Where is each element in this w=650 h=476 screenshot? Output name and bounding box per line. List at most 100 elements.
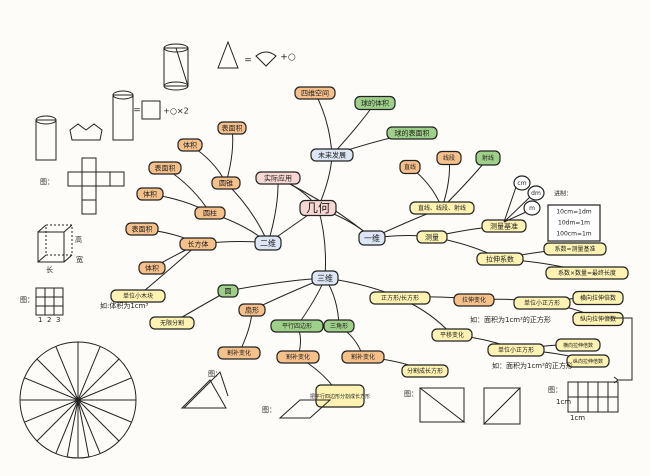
cylinder-equation-2: +○×2 — [163, 107, 188, 116]
circle-spoke-5 — [55, 399, 79, 454]
node-box-cylinder — [194, 206, 226, 220]
link-future-sphere_volume — [331, 102, 376, 156]
node-box-practical — [255, 171, 301, 185]
node-box-volume_c — [177, 138, 203, 152]
node-label-measure_std: 测量基准 — [490, 222, 518, 231]
cone-drawing — [217, 40, 239, 69]
node-label-unit_cube: 单位小木块 — [123, 292, 153, 300]
stack-cube-1-2 — [53, 296, 64, 307]
node-box-cuboid_vol — [138, 261, 166, 275]
circle-spoke-6 — [36, 399, 79, 442]
node-label-coef_std: 系数=测量基准 — [554, 245, 595, 253]
stack-cube-1-1 — [44, 296, 55, 307]
circle-spoke-13 — [77, 346, 101, 401]
node-box-root — [299, 199, 337, 217]
node-label-cut_fill3: 割补变化 — [351, 353, 375, 361]
node-label-four_dim: 四维空间 — [301, 89, 329, 98]
node-box-lines_group — [409, 201, 475, 215]
cylinder2-top — [112, 90, 134, 100]
node-box-parallelogram — [270, 319, 324, 333]
unit-square-note-1: 如：面积为1cm²的正方形 — [470, 315, 551, 324]
node-label-stretch: 拉伸系数 — [486, 255, 514, 264]
node-label-cut_fill2: 割补变化 — [286, 353, 310, 361]
net-square-5 — [81, 185, 97, 201]
node-label-measure: 测量 — [425, 234, 439, 242]
cm-label-1: 1cm — [556, 398, 571, 406]
cylinder-slice-drawing — [35, 119, 57, 161]
circle-spoke-10 — [36, 358, 79, 401]
stack-cube-2-2 — [53, 305, 64, 316]
cuboid-front — [37, 231, 65, 263]
node-box-four_dim — [294, 86, 336, 100]
node-box-three_d — [311, 270, 339, 286]
grid-unit-cell — [567, 396, 579, 413]
node-box-coef_qty — [545, 266, 629, 280]
circle-spoke-14 — [77, 358, 120, 401]
stack-cube-1-0 — [35, 296, 46, 307]
stack-cube-2-0 — [35, 305, 46, 316]
node-label-sphere_area: 球的表面积 — [395, 129, 430, 138]
node-box-cut_fill3 — [341, 350, 385, 364]
node-label-cuboid_area: 表面积 — [132, 225, 153, 234]
node-box-cut_fill1 — [217, 346, 261, 360]
net-square-4 — [81, 157, 97, 173]
node-label-vertical: 纵向拉伸倍数 — [580, 315, 616, 323]
node-label-cylinder: 圆柱 — [203, 209, 217, 218]
cylinder-drawing-2 — [112, 94, 134, 141]
zigzag-slices — [69, 123, 103, 141]
link-cylinder-cylinder_area — [164, 167, 211, 214]
node-box-line — [399, 159, 421, 175]
link-practical-two_d — [267, 177, 279, 244]
fig2-label: 图： — [20, 296, 34, 304]
node-label-triangle: 三角形 — [330, 322, 348, 330]
circle-spoke-11 — [55, 346, 79, 401]
node-label-cylinder_vol: 体积 — [143, 190, 157, 199]
node-label-horizontal: 横向拉伸倍数 — [580, 294, 616, 302]
unit-cm-link — [503, 186, 517, 223]
cube-count-n1: 1 — [38, 316, 42, 324]
node-label-translate: 平移变化 — [440, 331, 464, 339]
parallelogram-drawing — [278, 399, 332, 419]
cylinder-net-rect — [141, 100, 161, 120]
cube-count-n3: 3 — [56, 316, 60, 324]
node-box-unit_square — [513, 296, 571, 310]
unit-dm-circle — [527, 185, 545, 201]
cuboid-back — [45, 224, 73, 256]
net-square-0 — [67, 171, 83, 187]
node-label-sphere_volume: 球的体积 — [361, 99, 389, 108]
cylinder-slice-top — [35, 115, 57, 125]
cm-label-2: 1cm — [570, 414, 585, 422]
node-label-future: 未来发展 — [318, 151, 346, 160]
cuboid-edges — [37, 224, 73, 263]
conversion-conv1: 10cm=1dm — [556, 209, 591, 216]
fig5-label: 图： — [404, 390, 418, 398]
node-box-sphere_area — [386, 126, 438, 140]
stack-cube-0-1 — [44, 287, 55, 298]
node-box-triangle — [323, 319, 355, 333]
node-box-cut_fill2 — [276, 350, 320, 364]
link-three_d-circle — [227, 277, 326, 292]
node-box-unit_sq_right — [487, 343, 545, 357]
node-label-line: 直线 — [404, 163, 416, 171]
node-box-translate — [431, 328, 473, 342]
link-lines_group-segment — [441, 157, 450, 209]
label-high: 高 — [75, 235, 82, 244]
node-box-one_d — [358, 230, 386, 246]
stack-cube-0-0 — [35, 287, 46, 298]
node-box-infinite_cut — [149, 316, 195, 330]
node-label-one_d: 一维 — [364, 233, 380, 243]
unit-dm-label: dm — [531, 190, 541, 197]
triangle-outline-1 — [183, 371, 229, 409]
fig1-label: 图： — [40, 178, 54, 186]
fig4-label: 图： — [262, 406, 276, 414]
node-box-sector — [238, 303, 266, 317]
node-box-split_rect — [401, 364, 449, 378]
net-square-6 — [81, 199, 97, 215]
node-label-circle: 圆 — [225, 288, 232, 296]
node-label-root: 几何 — [306, 201, 330, 215]
node-label-hori2: 横向拉伸倍数 — [563, 342, 593, 349]
link-cone-surface_c — [225, 127, 234, 184]
node-label-sector: 扇形 — [245, 306, 259, 315]
node-label-practical: 实际应用 — [264, 174, 292, 183]
net-square-3 — [109, 171, 125, 187]
